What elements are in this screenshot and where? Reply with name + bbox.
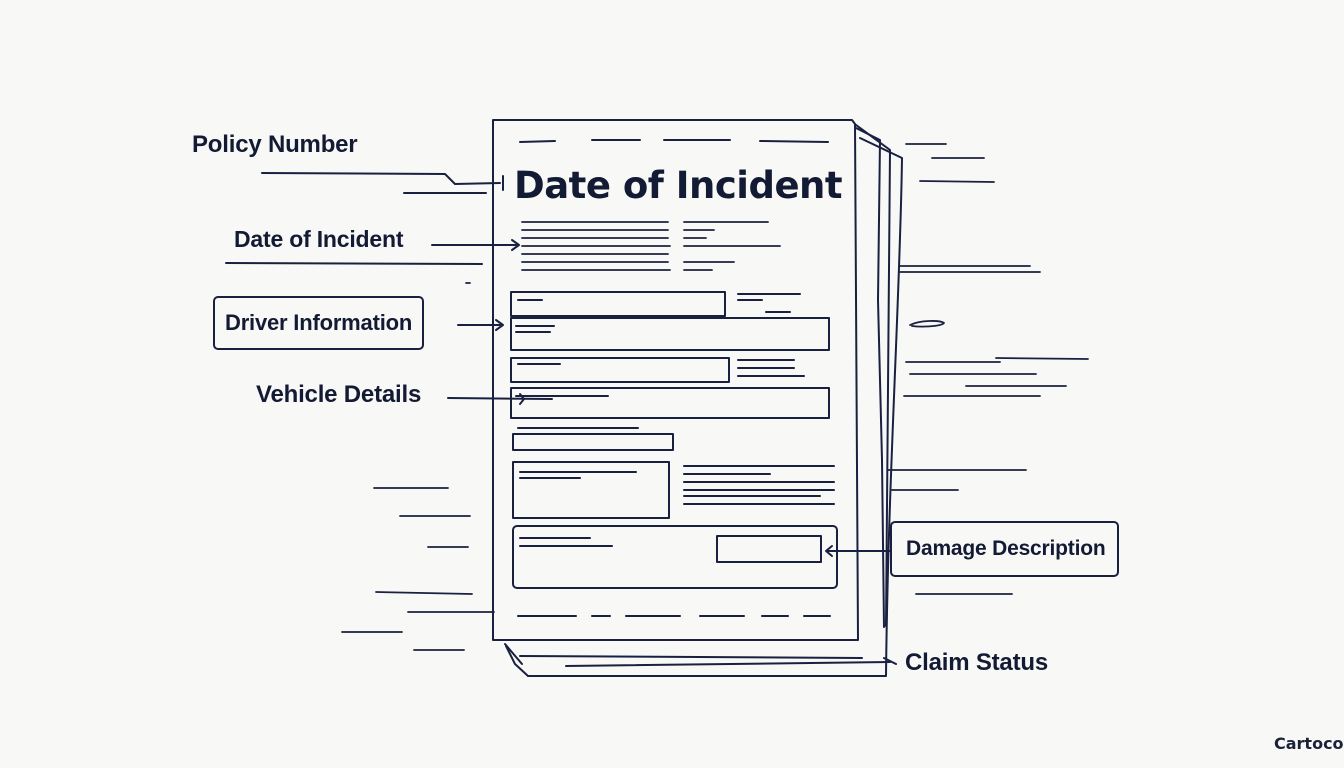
claim-status-label: Claim Status — [905, 649, 1048, 676]
date-of-incident-label: Date of Incident — [234, 226, 404, 252]
brand-watermark: Cartoco — [1274, 734, 1344, 753]
document-header-dashes — [519, 139, 829, 143]
driver-information-leader — [457, 319, 504, 331]
damage-description-label: Damage Description — [890, 521, 1120, 577]
driver-information-label: Driver Information — [213, 296, 425, 350]
form-field-damage — [512, 525, 838, 589]
decorative-lines-right — [887, 143, 1089, 595]
form-field-driver — [510, 311, 830, 351]
date-of-incident-leader — [225, 239, 520, 265]
vehicle-details-leader — [447, 393, 553, 405]
policy-number-leader — [261, 172, 504, 194]
policy-number-label: Policy Number — [192, 131, 358, 158]
document-front-page — [492, 119, 859, 641]
form-field-notes — [512, 461, 835, 519]
damage-description-leader — [825, 545, 891, 557]
vehicle-details-label: Vehicle Details — [256, 381, 422, 408]
form-field-policy — [510, 291, 801, 317]
document-back-pages — [504, 121, 903, 677]
document-title: Date of Incident — [514, 164, 843, 207]
form-field-vehicle — [510, 387, 830, 419]
document-text-lines — [521, 221, 781, 271]
form-field-date — [510, 357, 805, 383]
decorative-lines-left — [341, 282, 495, 651]
form-field-location — [512, 427, 674, 451]
claim-status-leader — [565, 657, 897, 667]
